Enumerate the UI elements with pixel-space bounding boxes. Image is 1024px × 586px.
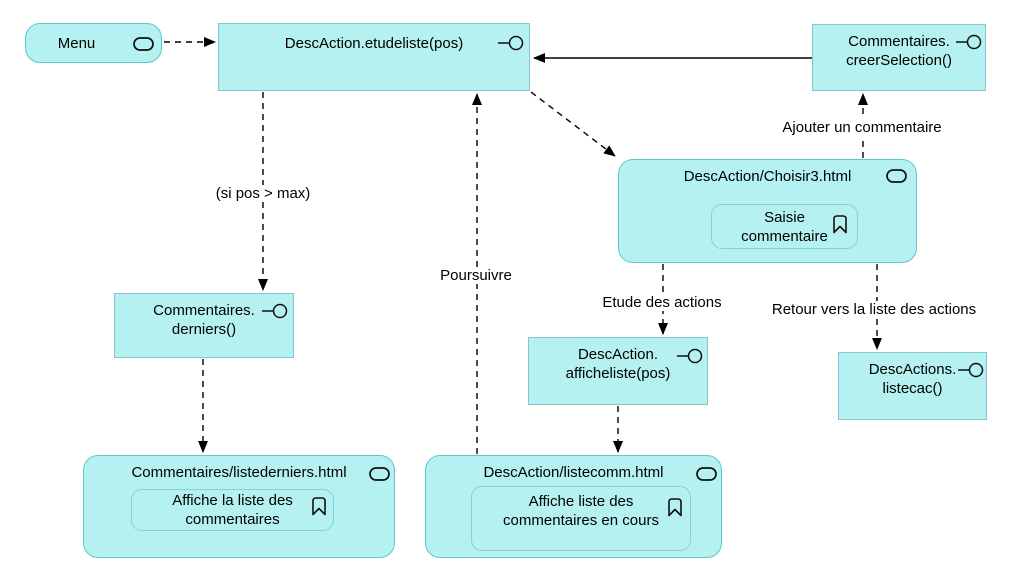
node-listecomm[interactable]: DescAction/listecomm.html Affiche liste … [425,455,722,558]
action-saisie-commentaire-label: Saisie commentaire [741,208,828,245]
edge-label-si-pos-max: (si pos > max) [211,185,315,202]
page-icon [133,37,154,56]
node-listecac-label: DescActions. listecac() [868,361,957,397]
action-affiche-liste-commentaires-label: Affiche la liste des commentaires [172,492,293,528]
edge-label-poursuivre: Poursuivre [436,267,516,284]
lollipop-interface-icon [677,348,703,369]
edge-label-retour-liste-actions: Retour vers la liste des actions [767,301,981,318]
edge-label-etude-des-actions: Etude des actions [598,294,726,311]
edge-label-ajouter-un-commentaire: Ajouter un commentaire [778,119,946,136]
node-afficheliste[interactable]: DescAction. afficheliste(pos) [528,337,708,405]
lollipop-interface-icon [262,303,288,324]
bookmark-icon [832,214,848,239]
bookmark-icon [667,497,683,522]
node-listecomm-title: DescAction/listecomm.html [483,464,664,481]
node-etudeliste[interactable]: DescAction.etudeliste(pos) [218,23,530,91]
action-affiche-liste-commentaires-en-cours-label: Affiche liste des commentaires en cours [503,493,659,529]
node-creer-selection[interactable]: Commentaires. creerSelection() [812,24,986,91]
edge-etudeliste-to-choisir3 [530,91,616,157]
node-choisir3-title: DescAction/Choisir3.html [683,168,852,185]
node-listederniers-title: Commentaires/listederniers.html [131,464,347,481]
page-icon [886,169,907,188]
action-affiche-liste-commentaires-en-cours[interactable]: Affiche liste des commentaires en cours [471,486,691,551]
node-listederniers[interactable]: Commentaires/listederniers.html Affiche … [83,455,395,558]
node-derniers-label: Commentaires. derniers() [153,302,255,338]
page-icon [369,467,390,486]
node-choisir3[interactable]: DescAction/Choisir3.html Saisie commenta… [618,159,917,263]
node-derniers[interactable]: Commentaires. derniers() [114,293,294,358]
node-etudeliste-label: DescAction.etudeliste(pos) [284,35,464,52]
page-icon [696,467,717,486]
node-menu-label: Menu [57,35,96,52]
action-saisie-commentaire[interactable]: Saisie commentaire [711,204,858,249]
lollipop-interface-icon [498,35,524,56]
bookmark-icon [311,496,327,521]
node-creer-selection-label: Commentaires. creerSelection() [846,33,952,69]
lollipop-interface-icon [956,34,982,55]
lollipop-interface-icon [958,362,984,383]
action-affiche-liste-commentaires[interactable]: Affiche la liste des commentaires [131,489,334,531]
node-afficheliste-label: DescAction. afficheliste(pos) [565,346,671,382]
node-listecac[interactable]: DescActions. listecac() [838,352,987,420]
node-menu[interactable]: Menu [25,23,162,63]
